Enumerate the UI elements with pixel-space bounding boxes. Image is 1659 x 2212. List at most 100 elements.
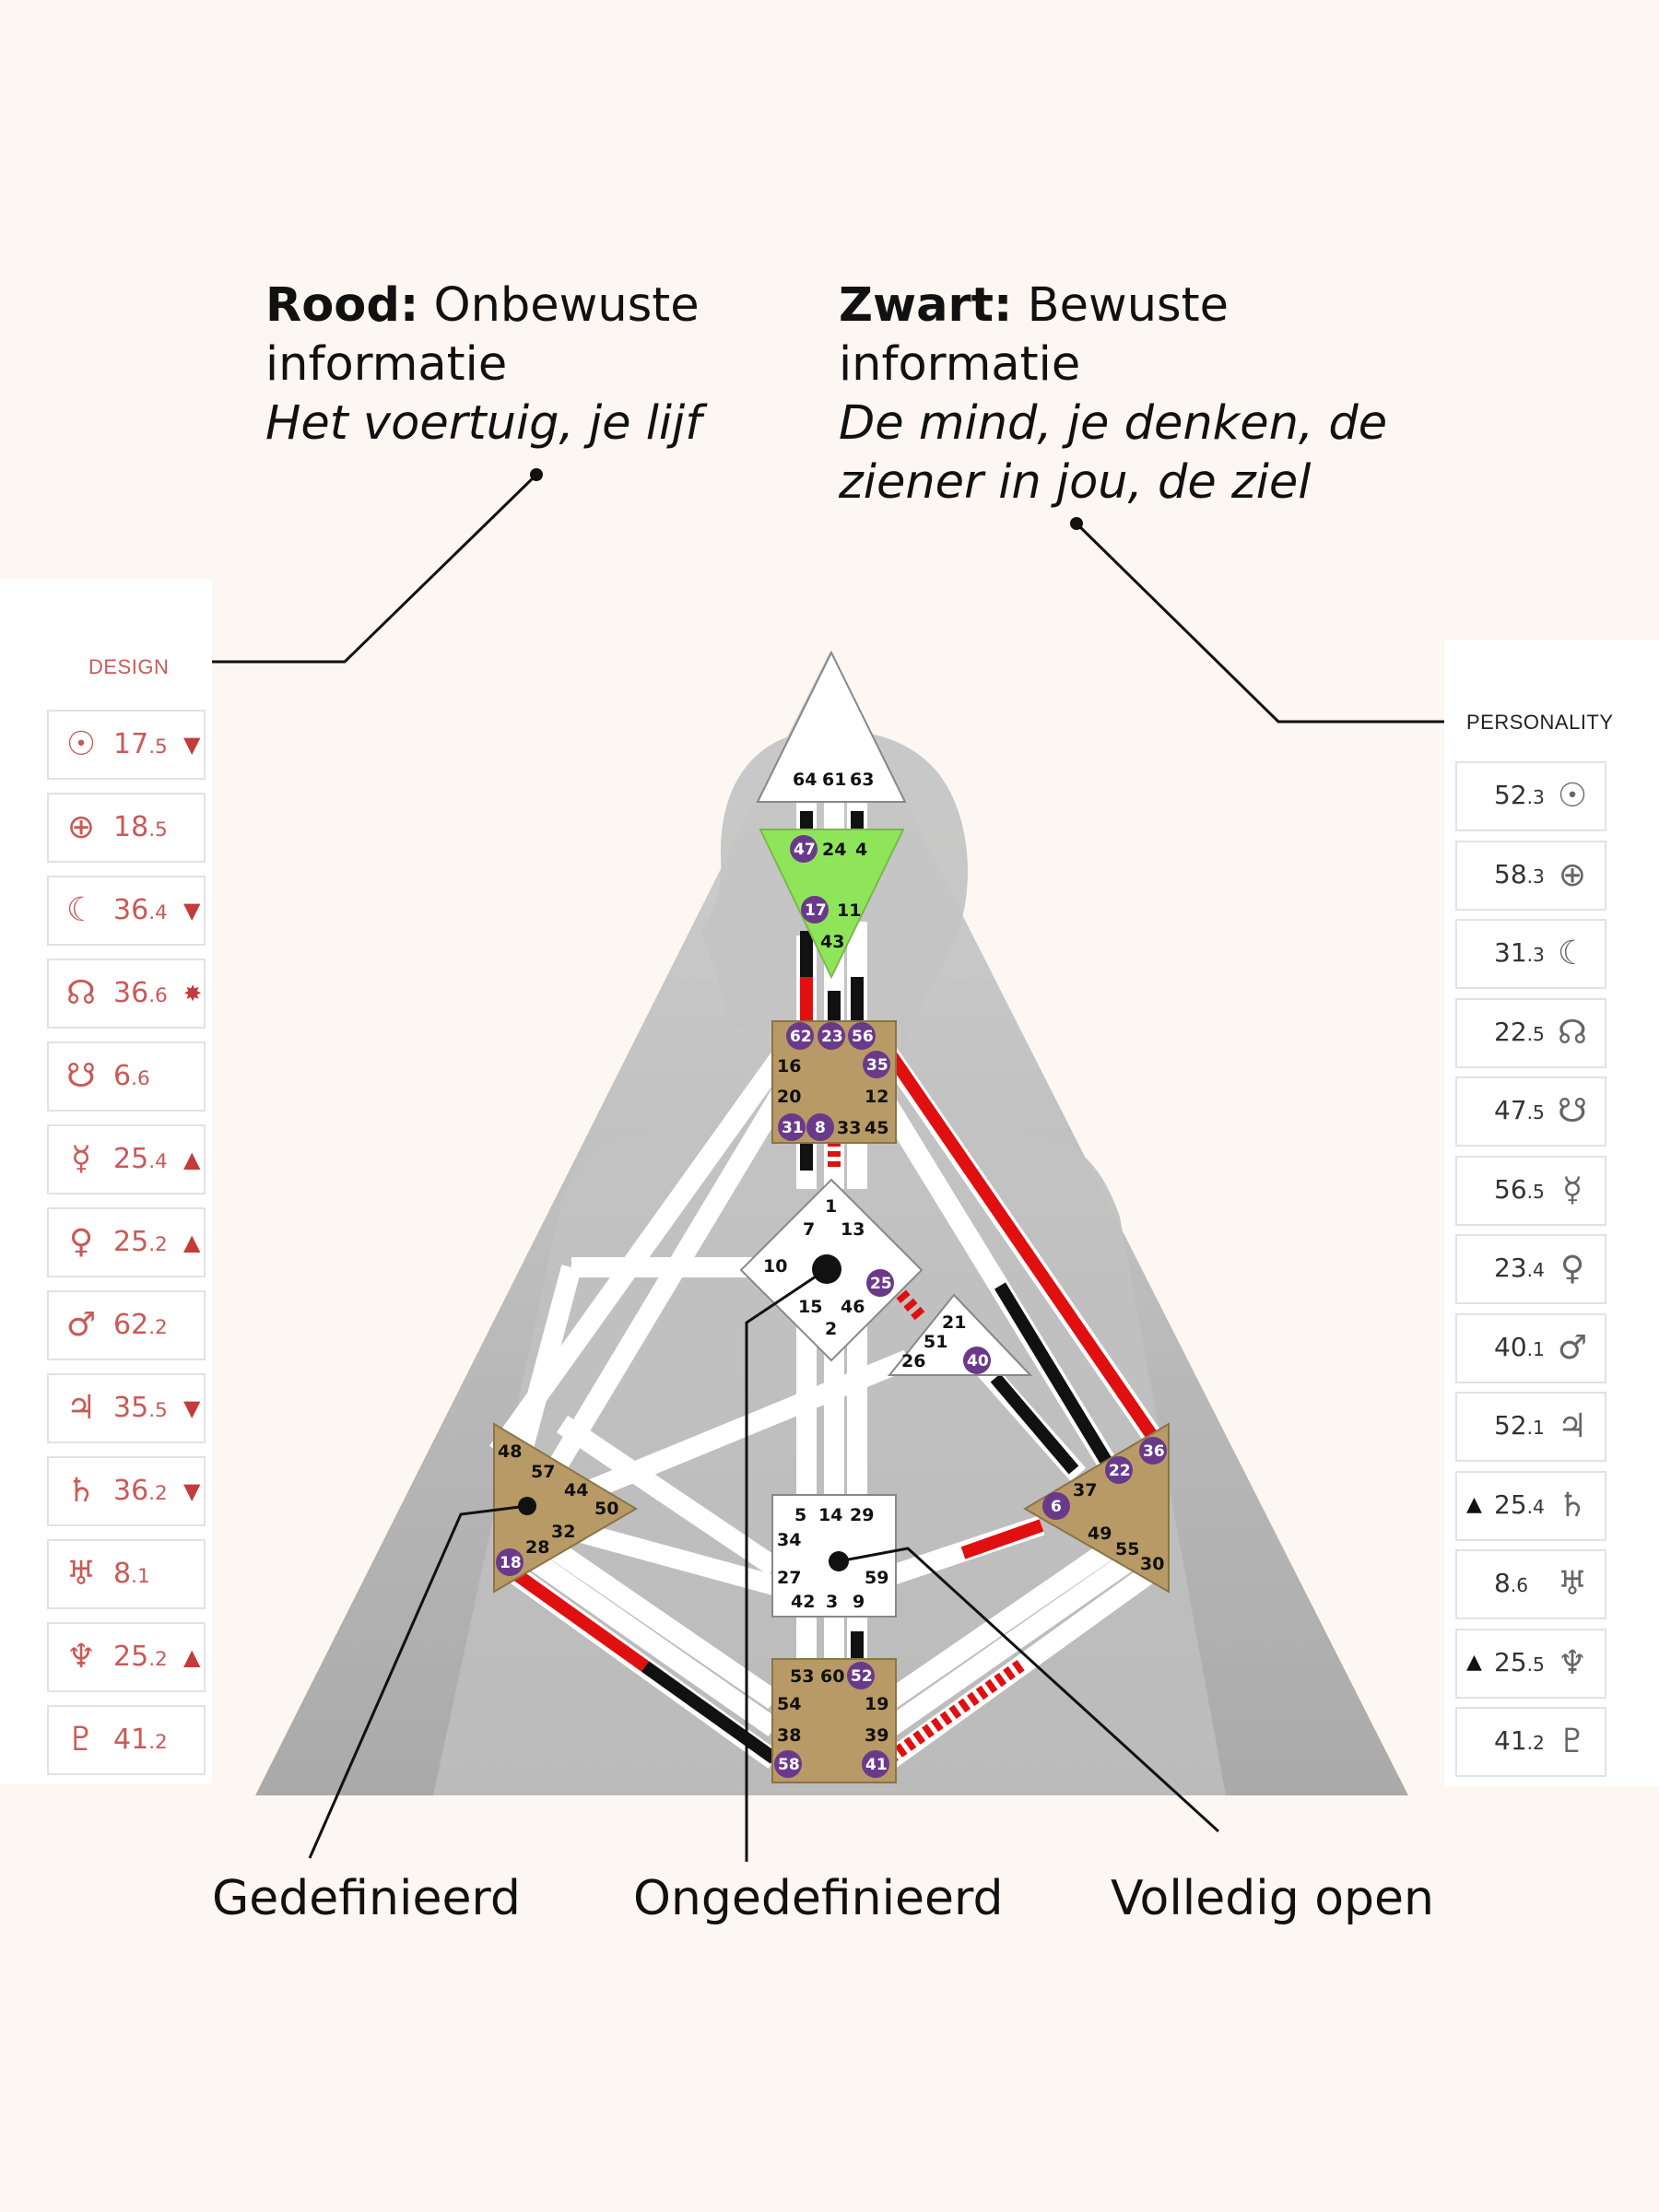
line-number: .6 [148,984,168,1007]
gate-number: 17 [113,728,149,760]
personality-row-uranus: ♅ 8.6 [1455,1549,1606,1619]
personality-row-south-node: ☋47.5 [1455,1077,1606,1147]
annotation-black: Zwart: Bewuste informatie De mind, je de… [839,276,1387,512]
gate-60: 60 [820,1666,844,1687]
leader-dot-right [1070,517,1083,530]
gate-number: 40 [1494,1331,1527,1362]
gate-49: 49 [1088,1524,1112,1544]
gate-number: 41 [113,1724,149,1756]
gate-54: 54 [777,1694,801,1714]
moon-icon: ☾ [65,891,97,929]
gate-61: 61 [822,770,846,790]
gate-50: 50 [594,1499,618,1519]
line-number: .3 [1526,786,1545,808]
root-center: 53 60 52 54 19 38 39 58 41 [771,1658,897,1783]
personality-row-pluto: ♇ 41.2 [1455,1707,1606,1777]
personality-row-moon: ☾ 31.3 [1455,919,1606,989]
moon-icon: ☾ [1557,935,1588,972]
gate-value: 18.5 [113,811,168,843]
gate-29: 29 [850,1505,874,1525]
gate-31: 31 [782,1119,804,1137]
gate-value: 62.2 [113,1309,168,1341]
saturn-icon: ♄ [65,1472,97,1510]
gate-23: 23 [821,1028,843,1046]
line-number: .5 [148,818,168,841]
gate-6: 6 [1051,1498,1062,1516]
gate-value: 31.3 [1494,937,1545,968]
gate-number: 31 [1494,937,1527,968]
mercury-icon: ☿ [70,1140,92,1178]
gate-5: 5 [794,1505,806,1525]
spleen-center: 48 57 44 50 32 28 18 [493,1422,638,1594]
gate-4: 4 [855,840,867,860]
venus-icon: ♀ [68,1223,94,1261]
ego-center: 21 51 26 40 [887,1293,1033,1376]
line-number: .1 [131,1565,150,1588]
uranus-icon: ♅ [1557,1565,1588,1603]
gate-37: 37 [1073,1480,1097,1500]
gate-57: 57 [531,1462,555,1482]
gate-value: 22.5 [1494,1017,1545,1047]
gate-39: 39 [865,1725,888,1746]
gate-53: 53 [790,1666,814,1687]
jupiter-icon: ♃ [1557,1407,1588,1445]
design-row-earth: ⊕18.5 [47,793,206,863]
gate-44: 44 [564,1480,588,1500]
gate-value: 41.2 [1494,1725,1545,1756]
gate-value: 36.4 [113,894,168,926]
pluto-icon: ♇ [1557,1723,1588,1760]
north-node-icon: ☊ [1558,1013,1587,1052]
mercury-icon: ☿ [1561,1171,1583,1209]
gate-number: 36 [113,977,149,1009]
gate-10: 10 [763,1256,787,1277]
gate-8: 8 [815,1119,826,1137]
gate-34: 34 [777,1530,801,1550]
gate-number: 18 [113,811,149,843]
venus-icon: ♀ [1559,1250,1585,1288]
gate-number: 25 [113,1226,149,1258]
annotation-red-bold: Rood: [265,278,419,333]
line-number: .5 [1526,1180,1545,1203]
gate-14: 14 [818,1505,842,1525]
design-row-south-node: ☋6.6 [47,1041,206,1112]
gate-number: 22 [1494,1016,1527,1047]
south-node-icon: ☋ [1558,1092,1587,1130]
gate-value: 23.4 [1494,1253,1545,1283]
gate-47: 47 [794,841,816,859]
annotation-red: Rood: Onbewuste informatie Het voertuig,… [265,276,701,453]
line-number: .5 [148,1399,168,1422]
gate-number: 52 [1494,1410,1527,1441]
gate-13: 13 [841,1219,865,1240]
design-row-venus: ♀25.2▲ [47,1207,206,1277]
gate-42: 42 [791,1592,815,1612]
gate-value: 35.5 [113,1392,168,1424]
design-row-pluto: ♇41.2 [47,1705,206,1775]
gate-value: 58.3 [1494,859,1545,889]
gate-17: 17 [805,901,827,920]
line-number: .1 [1526,1417,1545,1439]
gate-number: 36 [113,894,149,926]
line-number: .5 [1526,1022,1545,1045]
gate-number: 8 [113,1558,132,1590]
design-row-saturn: ♄36.2▼ [47,1456,206,1526]
gate-number: 8 [1494,1568,1511,1598]
leader-dot-left [530,468,543,481]
jupiter-icon: ♃ [65,1389,97,1427]
personality-row-north-node: ☊ 22.5 [1455,997,1606,1068]
head-center: 64 61 63 [756,650,907,803]
gate-value: 17.5 [113,728,168,760]
line-number: .2 [148,1482,168,1505]
fixing-mark: ▲ [183,1147,201,1172]
design-row-mercury: ☿25.4▲ [47,1124,206,1194]
south-node-icon: ☋ [66,1057,96,1095]
gate-63: 63 [850,770,874,790]
line-number: .5 [1526,1101,1545,1124]
gate-21: 21 [942,1312,966,1333]
pluto-icon: ♇ [65,1721,97,1759]
gate-9: 9 [853,1592,865,1612]
gate-58: 58 [778,1756,800,1774]
gate-18: 18 [500,1554,522,1572]
design-row-north-node: ☊36.6✸ [47,959,206,1029]
gate-value: 8.6 [1494,1568,1528,1598]
